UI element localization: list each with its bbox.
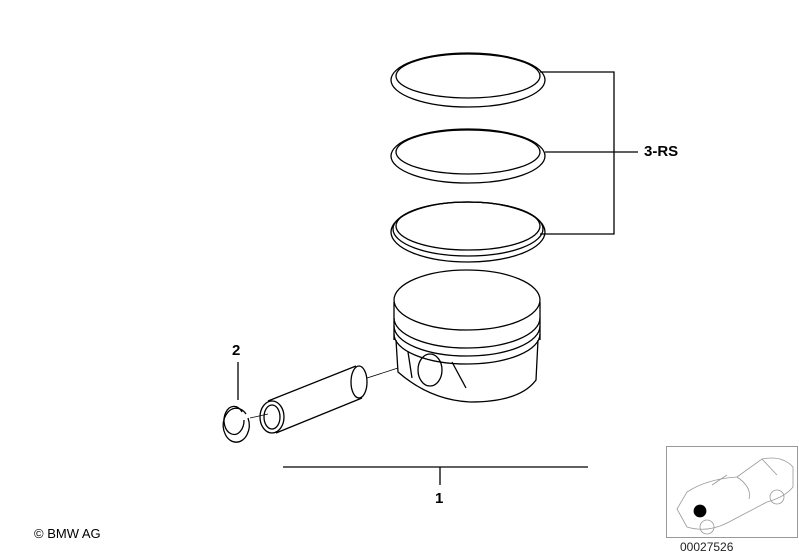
leader-line-1 bbox=[283, 466, 588, 485]
diagram-number: 00027526 bbox=[680, 540, 734, 554]
label-part-1[interactable]: 1 bbox=[435, 490, 444, 507]
piston-pin[interactable] bbox=[259, 365, 399, 434]
piston-ring-middle[interactable] bbox=[390, 128, 546, 184]
piston-ring-oil[interactable] bbox=[390, 201, 546, 263]
piston[interactable] bbox=[393, 269, 541, 403]
label-part-3[interactable]: 3-RS bbox=[644, 143, 679, 160]
piston-ring-top[interactable] bbox=[390, 52, 546, 108]
car-location-thumbnail bbox=[666, 446, 798, 538]
car-location-icon bbox=[676, 457, 794, 535]
circlip[interactable] bbox=[222, 405, 269, 443]
copyright: © BMW AG bbox=[34, 526, 101, 541]
label-part-2[interactable]: 2 bbox=[232, 342, 241, 359]
leader-line-3 bbox=[540, 71, 638, 235]
